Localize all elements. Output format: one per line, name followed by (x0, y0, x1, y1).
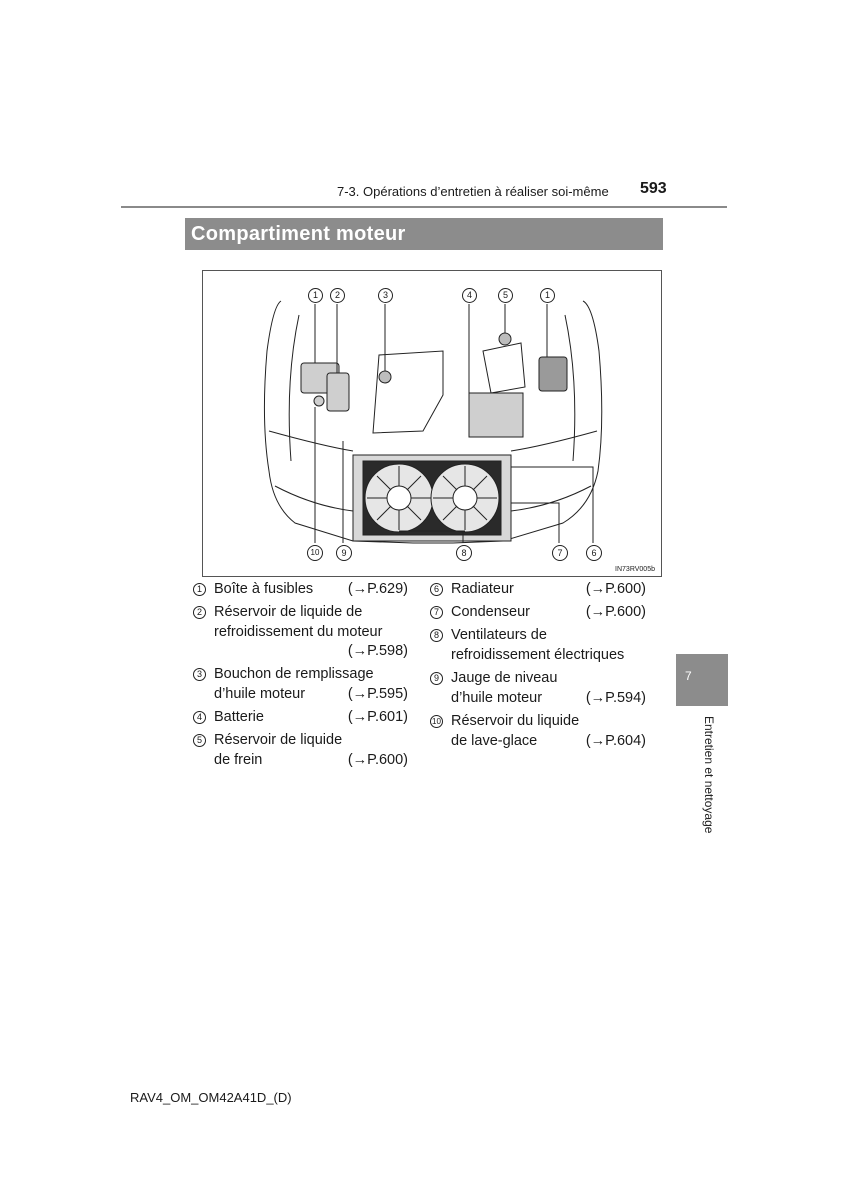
brake-fluid-cap (498, 332, 512, 346)
legend-ref: (→P.600) (585, 604, 646, 620)
legend-ref: (→P.600) (585, 581, 646, 597)
legend-text: Réservoir du liquide (451, 713, 580, 729)
grille-line-left (268, 430, 354, 452)
footer-doc-code: RAV4_OM_OM42A41D_(D) (130, 1090, 292, 1105)
legend-ref: (→P.629) (347, 581, 408, 597)
legend-ref: (→P.604) (585, 732, 646, 749)
callout-9-bottom: 9 (336, 545, 352, 561)
engine-figure: 1 2 3 4 5 1 10 9 8 7 6 IN73RV005b (202, 270, 662, 577)
air-filter (482, 342, 526, 394)
bumper-left (274, 485, 354, 512)
legend-number-9: 9 (430, 672, 443, 685)
fuse-box-right (538, 356, 568, 392)
callout-1-top-left: 1 (308, 288, 323, 303)
legend-number-10: 10 (430, 715, 443, 728)
legend-number-7: 7 (430, 606, 443, 619)
legend-text: Condenseur (451, 604, 530, 620)
legend-ref: (→P.594) (585, 689, 646, 706)
hood-inner-right (564, 314, 576, 462)
legend-ref: (→P.598) (347, 643, 408, 659)
legend-number-3: 3 (193, 668, 206, 681)
header-rule (121, 206, 727, 208)
callout-4-top: 4 (462, 288, 477, 303)
callout-6-bottom: 6 (586, 545, 602, 561)
engine-block (372, 350, 444, 434)
oil-filler-cap (378, 370, 392, 384)
legend-number-6: 6 (430, 583, 443, 596)
legend-text: Radiateur (451, 581, 514, 597)
legend-number-1: 1 (193, 583, 206, 596)
legend-text: Jauge de niveau (451, 670, 558, 686)
callout-1-top-right: 1 (540, 288, 555, 303)
legend-ref: (→P.595) (347, 685, 408, 702)
legend-text: d’huile moteur (451, 689, 543, 706)
coolant-reservoir (326, 372, 350, 412)
header-section-title: 7-3. Opérations d’entretien à réaliser s… (337, 184, 609, 199)
grille-line-right (510, 430, 598, 452)
legend-text: Réservoir de liquide (214, 732, 343, 748)
legend-text: Boîte à fusibles (214, 581, 314, 597)
hood-inner-left (288, 314, 300, 462)
chapter-tab-number: 7 (685, 669, 692, 683)
legend-ref: (→P.600) (347, 751, 408, 768)
legend-text: de lave-glace (451, 732, 538, 749)
callout-8-bottom: 8 (456, 545, 472, 561)
legend-number-4: 4 (193, 711, 206, 724)
leader-lines (314, 304, 594, 543)
figure-code: IN73RV005b (615, 566, 655, 573)
legend-text: de frein (214, 751, 263, 768)
callout-7-bottom: 7 (552, 545, 568, 561)
legend-text: Ventilateurs de (451, 627, 547, 643)
hood-outline (263, 300, 603, 544)
chapter-tab: 7 (676, 654, 728, 706)
legend-text: refroidissement électriques (451, 646, 625, 663)
callout-5-top: 5 (498, 288, 513, 303)
page-number: 593 (640, 180, 667, 197)
legend-text: Bouchon de remplissage (214, 666, 374, 682)
callout-10-bottom: 10 (307, 545, 323, 561)
legend-number-8: 8 (430, 629, 443, 642)
callout-3-top: 3 (378, 288, 393, 303)
battery (468, 392, 524, 438)
legend-text: d’huile moteur (214, 685, 306, 702)
section-title: Compartiment moteur (185, 218, 663, 250)
legend-text: refroidissement du moteur (214, 623, 383, 640)
chapter-tab-label: Entretien et nettoyage (702, 716, 716, 834)
legend-ref: (→P.601) (347, 709, 408, 725)
legend-number-2: 2 (193, 606, 206, 619)
fan-blades-right (433, 466, 497, 530)
legend-text: Batterie (214, 709, 264, 725)
bumper-right (510, 485, 592, 512)
washer-cap (313, 395, 325, 407)
legend-text: Réservoir de liquide de (214, 604, 363, 620)
legend-number-5: 5 (193, 734, 206, 747)
engine-illustration (263, 300, 603, 544)
fan-blades-left (367, 466, 431, 530)
callout-2-top: 2 (330, 288, 345, 303)
